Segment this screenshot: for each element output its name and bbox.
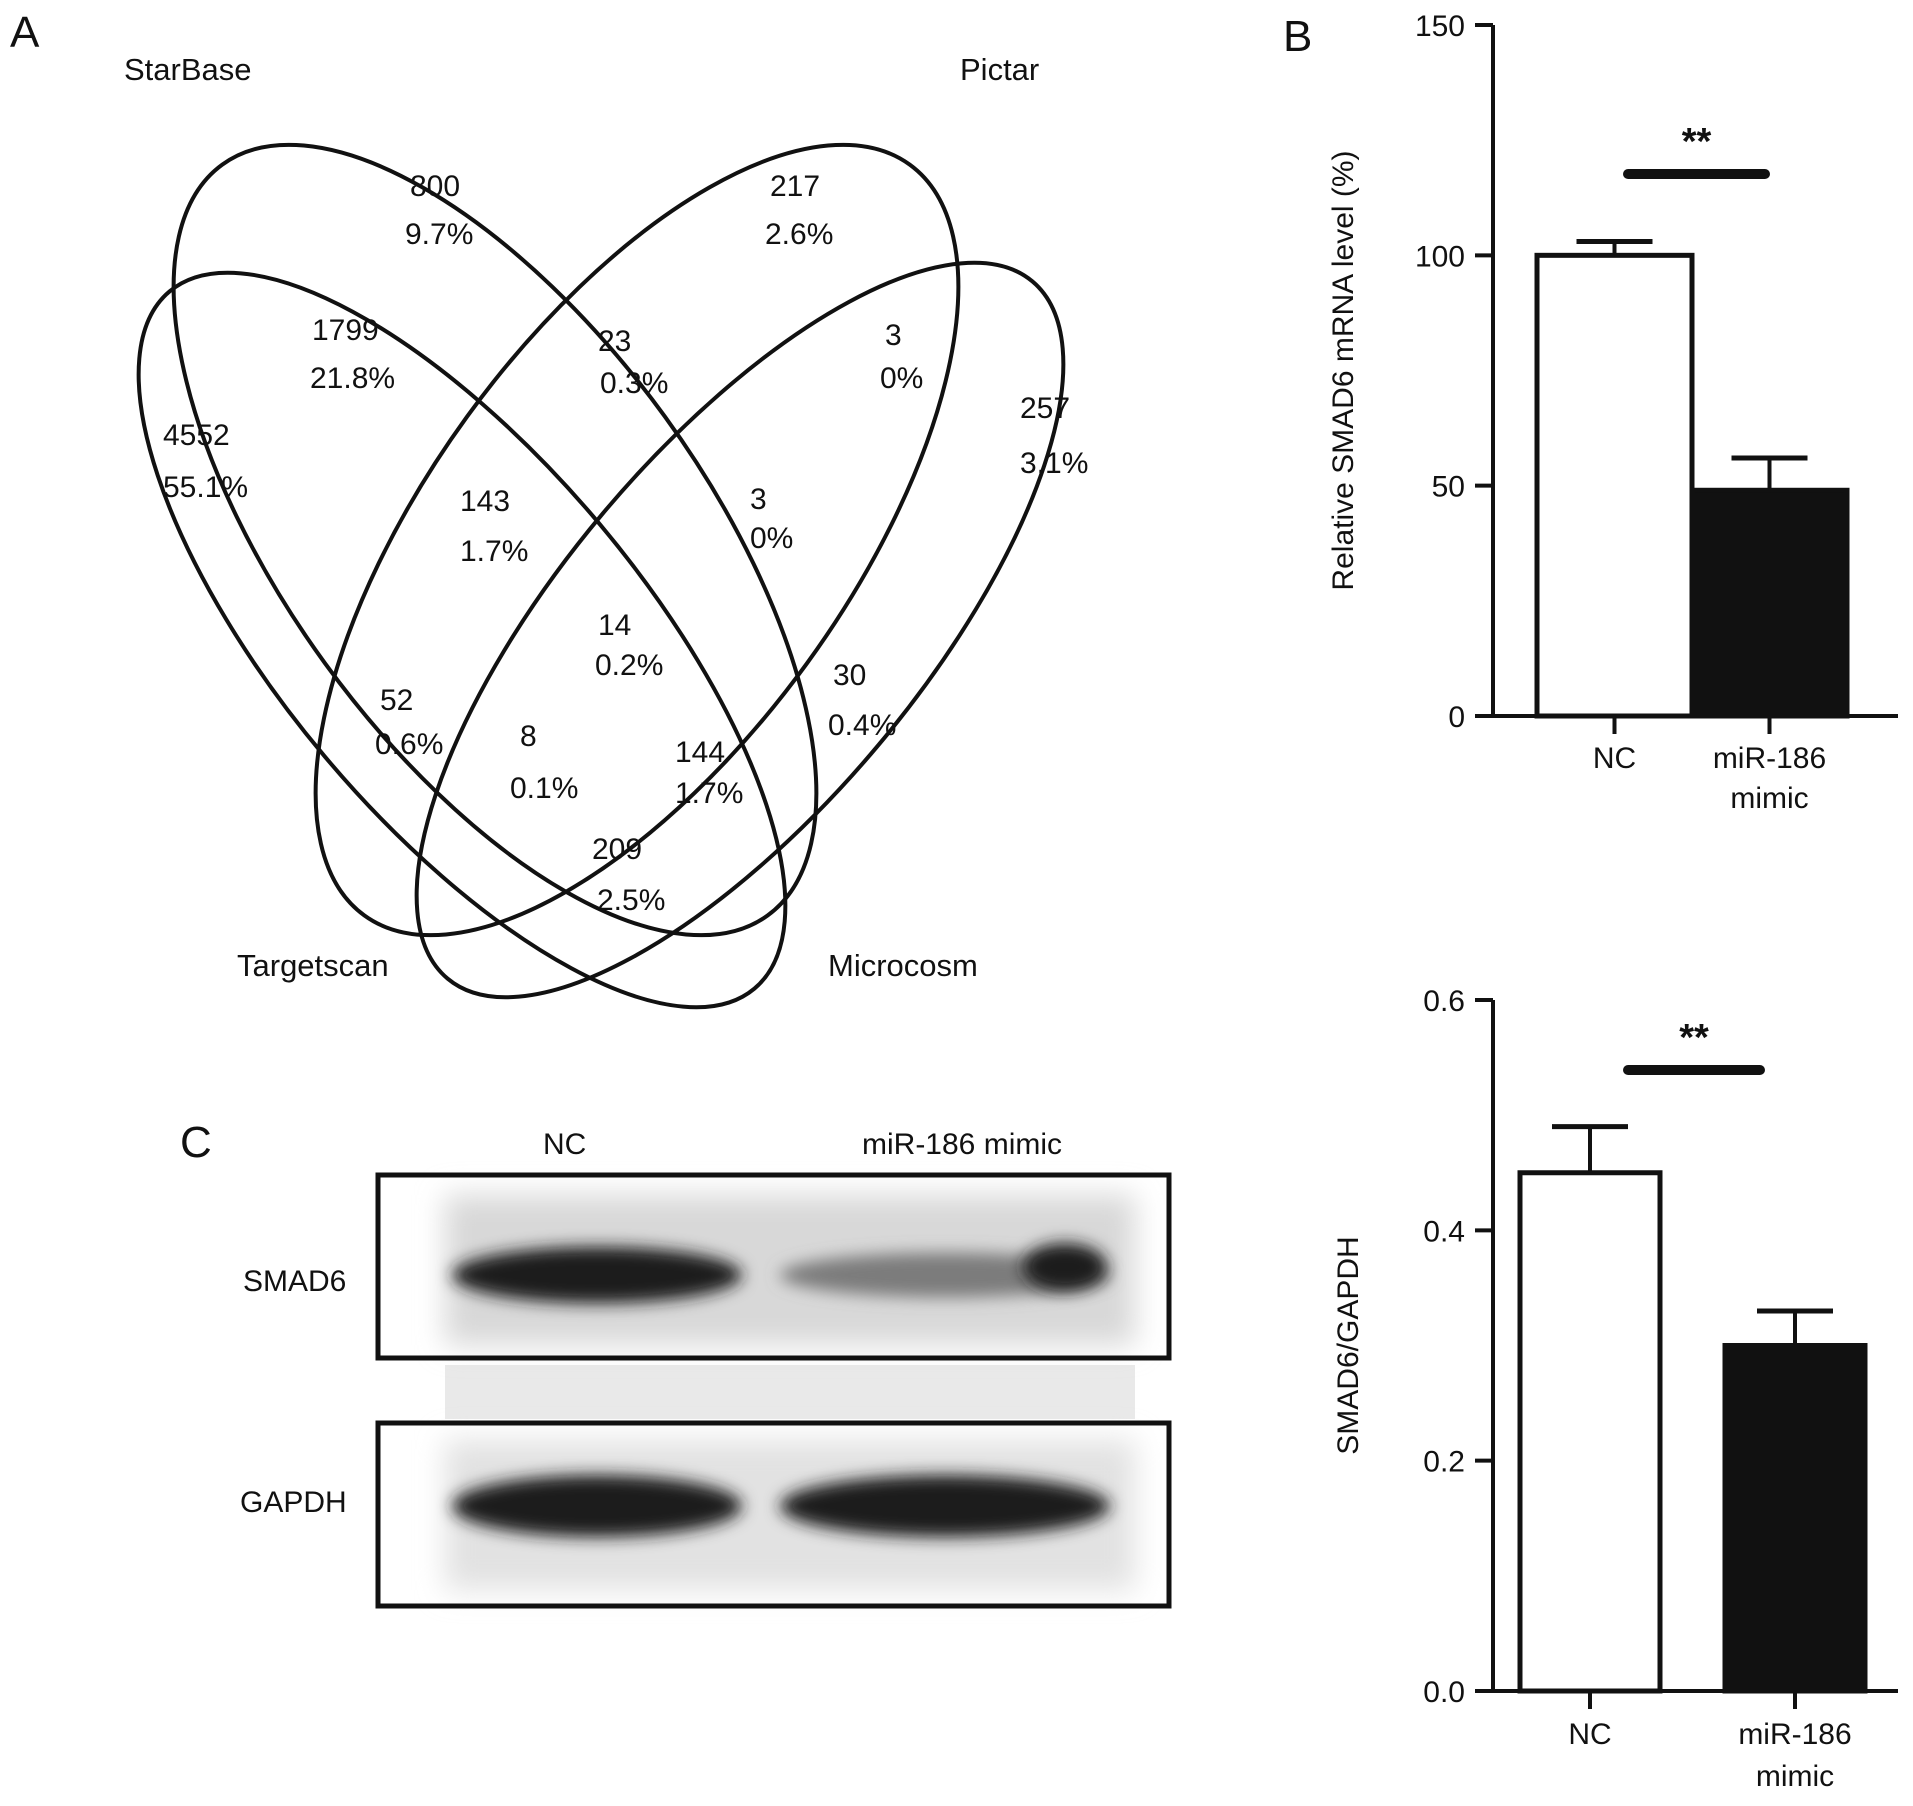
x-tick-label: miR-186 — [1713, 742, 1826, 775]
venn-region-percent: 9.7% — [405, 218, 473, 251]
venn-region-count: 4552 — [163, 419, 230, 452]
venn-set-label-starbase: StarBase — [124, 52, 252, 87]
venn-region-percent: 2.5% — [597, 884, 665, 917]
venn-region-percent: 0.1% — [510, 772, 578, 805]
x-tick-label: miR-186 — [1738, 1718, 1851, 1751]
blot-lane-label-nc: NC — [543, 1128, 587, 1161]
significance-label: ** — [1679, 1017, 1709, 1059]
bar-nc — [1517, 1170, 1663, 1694]
venn-region-count: 144 — [675, 736, 725, 769]
y-tick-label: 100 — [1415, 240, 1465, 273]
venn-region-percent: 0.4% — [828, 709, 896, 742]
venn-region-percent: 0.2% — [595, 649, 663, 682]
venn-region-percent: 55.1% — [163, 471, 248, 504]
y-axis-label: SMAD6/GAPDH — [1332, 1236, 1365, 1454]
venn-region-count: 52 — [380, 684, 413, 717]
y-tick-label: 50 — [1432, 471, 1465, 504]
venn-set-label-targetscan: Targetscan — [237, 948, 389, 983]
blot-row-label-smad6: SMAD6 — [243, 1265, 347, 1298]
y-tick-label: 0.4 — [1423, 1215, 1465, 1248]
y-axis-label: Relative SMAD6 mRNA level (%) — [1327, 150, 1360, 590]
significance-label: ** — [1682, 121, 1712, 163]
y-tick-label: 0 — [1448, 701, 1465, 734]
y-tick-label: 0.2 — [1423, 1446, 1465, 1479]
bar-mimic — [1722, 1343, 1868, 1694]
venn-region-count: 3 — [885, 319, 902, 352]
x-tick-label: NC — [1593, 742, 1636, 775]
venn-region-count: 8 — [520, 720, 537, 753]
venn-region-count: 257 — [1020, 392, 1070, 425]
venn-set-label-pictar: Pictar — [960, 52, 1040, 87]
y-tick-label: 150 — [1415, 10, 1465, 43]
bar-nc — [1534, 252, 1695, 719]
venn-region-count: 800 — [410, 170, 460, 203]
venn-set-targetscan-ellipse — [136, 270, 788, 1010]
venn-region-count: 1799 — [312, 314, 379, 347]
venn-region-percent: 1.7% — [460, 535, 528, 568]
venn-region-percent: 1.7% — [675, 777, 743, 810]
venn-region-count: 3 — [750, 483, 767, 516]
venn-region-percent: 3.1% — [1020, 447, 1088, 480]
venn-set-pictar-ellipse — [313, 142, 961, 938]
blot-row-label-gapdh: GAPDH — [240, 1486, 347, 1519]
y-tick-label: 0.0 — [1423, 1676, 1465, 1709]
x-tick-label: mimic — [1730, 782, 1808, 815]
venn-region-count: 143 — [460, 485, 510, 518]
venn-region-percent: 0% — [750, 522, 793, 555]
panel-label-a: A — [10, 8, 40, 57]
venn-region-count: 14 — [598, 609, 631, 642]
venn-region-count: 209 — [592, 833, 642, 866]
x-tick-label: NC — [1568, 1718, 1611, 1751]
venn-region-percent: 0% — [880, 362, 923, 395]
blot-lane-label-mimic: miR-186 mimic — [862, 1128, 1063, 1161]
venn-region-percent: 0.3% — [600, 367, 668, 400]
venn-region-count: 30 — [833, 659, 866, 692]
panel-label-c: C — [180, 1118, 212, 1167]
venn-region-percent: 0.6% — [375, 728, 443, 761]
venn-region-percent: 2.6% — [765, 218, 833, 251]
bar-mimic — [1689, 487, 1850, 719]
venn-region-count: 23 — [598, 325, 631, 358]
x-tick-label: mimic — [1756, 1760, 1834, 1793]
venn-set-label-microcosm: Microcosm — [828, 948, 978, 983]
venn-region-count: 217 — [770, 170, 820, 203]
panel-label-b: B — [1283, 12, 1313, 61]
venn-set-microcosm-ellipse — [414, 260, 1066, 1000]
venn-region-percent: 21.8% — [310, 362, 395, 395]
y-tick-label: 0.6 — [1423, 985, 1465, 1018]
venn-set-starbase-ellipse — [171, 142, 819, 938]
